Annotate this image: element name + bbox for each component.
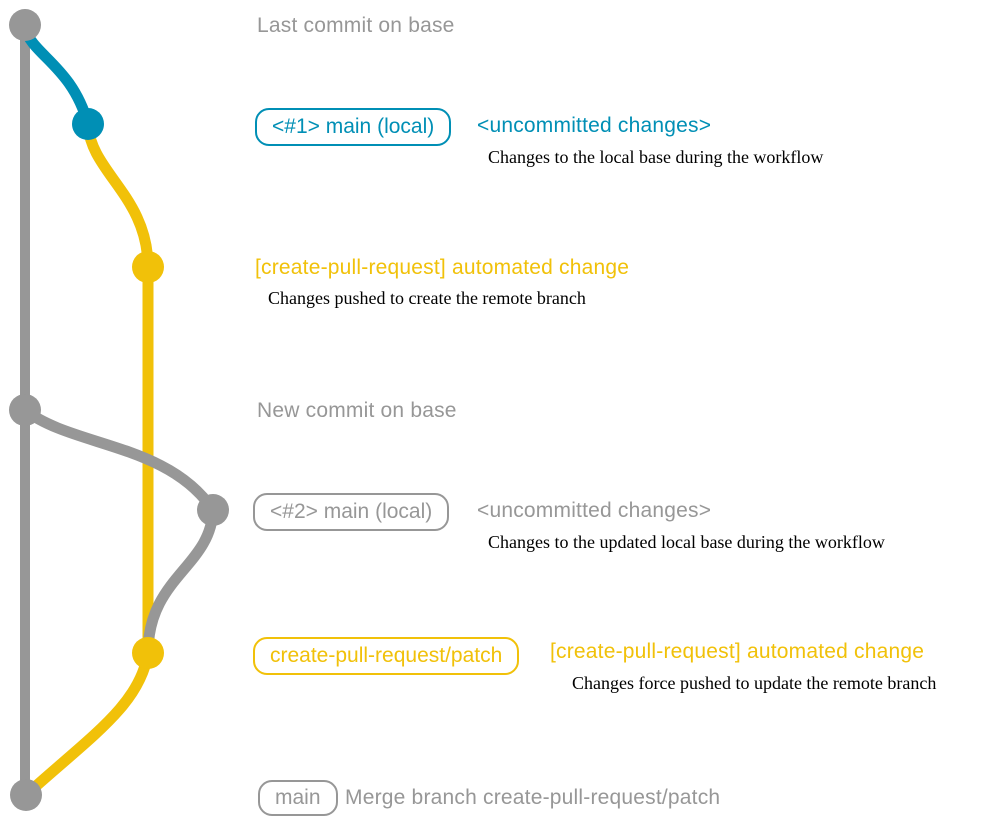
main-local-2-into-patch-curve xyxy=(142,509,219,654)
commit-note-patch-1: Changes pushed to create the remote bran… xyxy=(268,288,586,308)
commit-dot-merge xyxy=(10,779,42,811)
commit-note-main-1: Changes to the local base during the wor… xyxy=(488,147,824,167)
main-local-branch-curve xyxy=(19,26,94,126)
commit-note-main-2: Changes to the updated local base during… xyxy=(488,532,885,552)
commit-message-merge: Merge branch create-pull-request/patch xyxy=(345,786,721,809)
commit-dot-main-2 xyxy=(197,494,229,526)
commit-message-main-2: <uncommitted changes> xyxy=(477,499,712,522)
main-local-2-branch-out-curve xyxy=(21,405,218,514)
commit-message-base-new: New commit on base xyxy=(257,399,457,422)
commit-message-patch-2: [create-pull-request] automated change xyxy=(550,640,925,663)
commit-message-main-1: <uncommitted changes> xyxy=(477,114,712,137)
commit-message-patch-1: [create-pull-request] automated change xyxy=(255,256,630,279)
commit-dot-main-1 xyxy=(72,108,104,140)
branch-badge-patch: create-pull-request/patch xyxy=(253,637,520,675)
commit-dot-patch-2 xyxy=(132,637,164,669)
patch-merge-curve xyxy=(22,652,154,800)
commit-dot-base-new xyxy=(9,394,41,426)
branch-badge-main-1: <#1> main (local) xyxy=(255,108,452,146)
commit-note-patch-2: Changes force pushed to update the remot… xyxy=(572,673,937,693)
patch-branch-out-curve xyxy=(82,123,154,268)
commit-dot-base-last xyxy=(9,9,41,41)
branch-badge-main-merge: main xyxy=(258,780,338,816)
commit-message-base-last: Last commit on base xyxy=(257,14,455,37)
commit-dot-patch-1 xyxy=(132,251,164,283)
branch-badge-main-2: <#2> main (local) xyxy=(253,493,450,531)
